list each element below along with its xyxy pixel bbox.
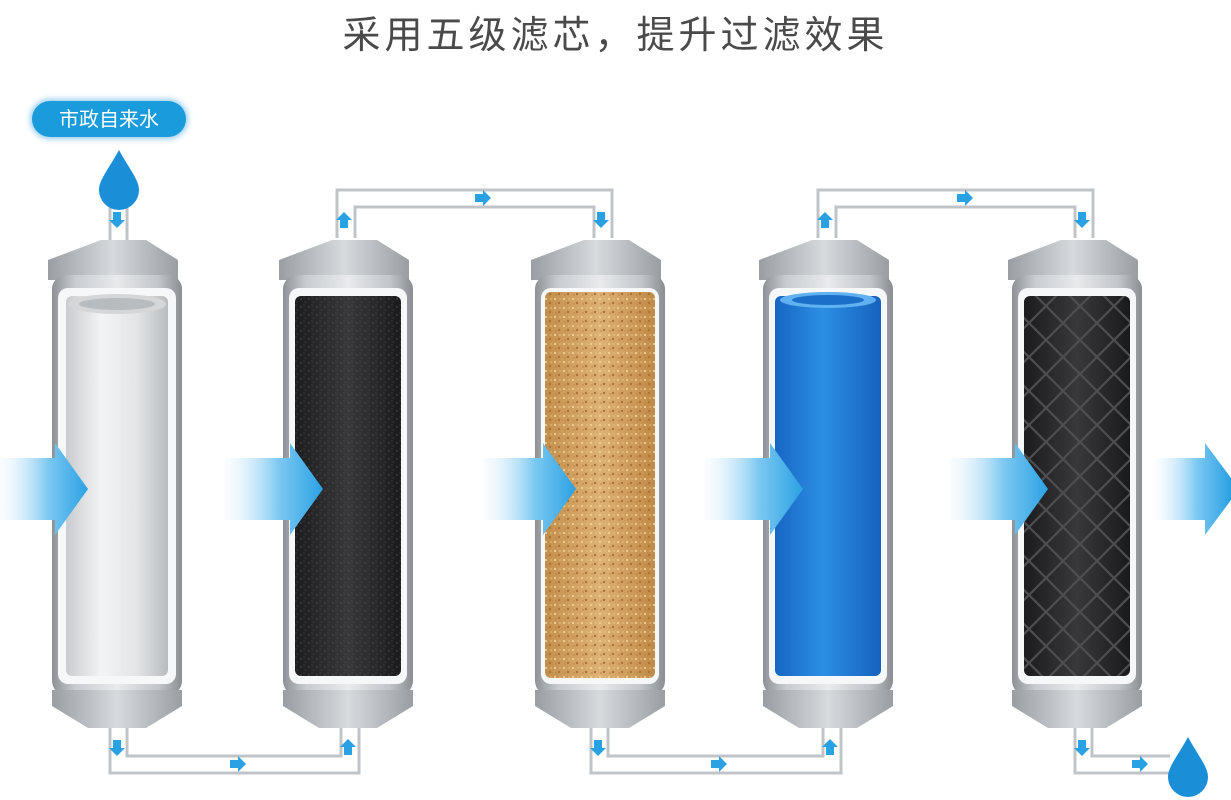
filter-cartridge-white	[66, 296, 168, 676]
pipe-arrow-icon	[475, 190, 491, 206]
pipe-arrow-icon	[711, 756, 727, 772]
pipe-arrow-icon	[1074, 740, 1090, 756]
pipe-arrow-icon	[590, 740, 606, 756]
water-drop-icon	[99, 150, 139, 210]
pipe-arrow-icon	[109, 740, 125, 756]
source-label-badge: 市政自来水	[32, 101, 186, 137]
filter-cartridge-membrane	[775, 296, 881, 676]
flow-arrow-icon	[225, 443, 323, 535]
pipe-arrow-icon	[957, 190, 973, 206]
pipe-arrow-icons	[109, 190, 1148, 772]
filter-stage-1	[48, 240, 182, 728]
pipe-arrow-icon	[109, 212, 125, 228]
pipe-arrow-icon	[340, 739, 356, 755]
pipe-arrow-icon	[336, 212, 352, 228]
flow-arrow-icon	[950, 443, 1048, 535]
flow-arrow-icon	[1155, 443, 1231, 535]
pipe-arrow-icon	[230, 756, 246, 772]
filter-stage-5	[1008, 240, 1142, 728]
pipe-arrow-icon	[1132, 756, 1148, 772]
pipe-arrow-icon	[817, 212, 833, 228]
water-drop-icon	[1168, 737, 1208, 797]
flow-arrow-icon	[0, 443, 88, 535]
pipe-arrow-icon	[593, 212, 609, 228]
flow-arrows	[0, 443, 1231, 535]
flow-arrow-icon	[705, 443, 803, 535]
page-title: 采用五级滤芯，提升过滤效果	[342, 13, 889, 57]
filter-stage-4	[759, 240, 893, 728]
pipe-arrow-icon	[1074, 212, 1090, 228]
filter-stage-3	[531, 240, 665, 728]
pipe-arrow-icon	[822, 739, 838, 755]
flow-arrow-icon	[484, 443, 576, 535]
filter-stage-2	[279, 240, 413, 728]
